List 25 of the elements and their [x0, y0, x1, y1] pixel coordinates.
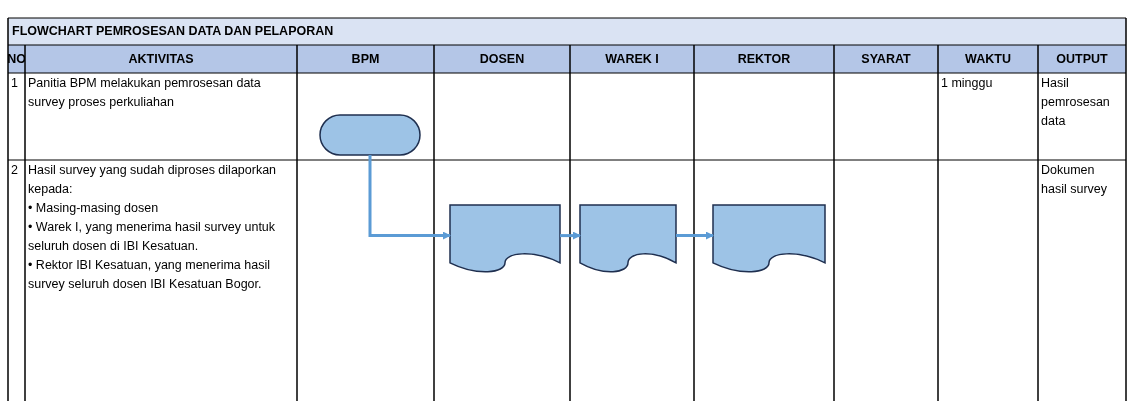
arrow — [368, 155, 451, 240]
column-header: AKTIVITAS — [25, 45, 297, 73]
output-text: Dokumen hasil survey — [1040, 162, 1108, 198]
column-header: WAKTU — [938, 45, 1038, 73]
document-shape — [449, 204, 561, 273]
activity-text: Hasil survey yang sudah diproses dilaporkan kepada: — [28, 162, 278, 198]
column-header: SYARAT — [834, 45, 938, 73]
column-header: REKTOR — [694, 45, 834, 73]
row-number: 2 — [10, 162, 19, 179]
activity-text: • Masing-masing dosen — [28, 200, 160, 217]
document-shape — [712, 204, 826, 273]
row-number: 1 — [10, 75, 19, 92]
activity-text: • Rektor IBI Kesatuan, yang menerima hasil survey seluruh dosen IBI Kesatuan Bogor. — [28, 257, 271, 293]
arrow — [676, 231, 714, 240]
activity-text: Panitia BPM melakukan pemrosesan data survey proses perkuliahan — [27, 75, 262, 111]
document-shape — [579, 204, 677, 273]
column-header: OUTPUT — [1038, 45, 1126, 73]
column-header: BPM — [297, 45, 434, 73]
arrow — [560, 231, 581, 240]
output-text: Hasil pemrosesan data — [1040, 75, 1111, 130]
column-header: WAREK I — [570, 45, 694, 73]
duration-text: 1 minggu — [940, 75, 994, 92]
activity-text: • Warek I, yang menerima hasil survey untuk seluruh dosen di IBI Kesatuan. — [28, 219, 277, 255]
column-header: DOSEN — [434, 45, 570, 73]
terminator-shape — [319, 114, 421, 156]
